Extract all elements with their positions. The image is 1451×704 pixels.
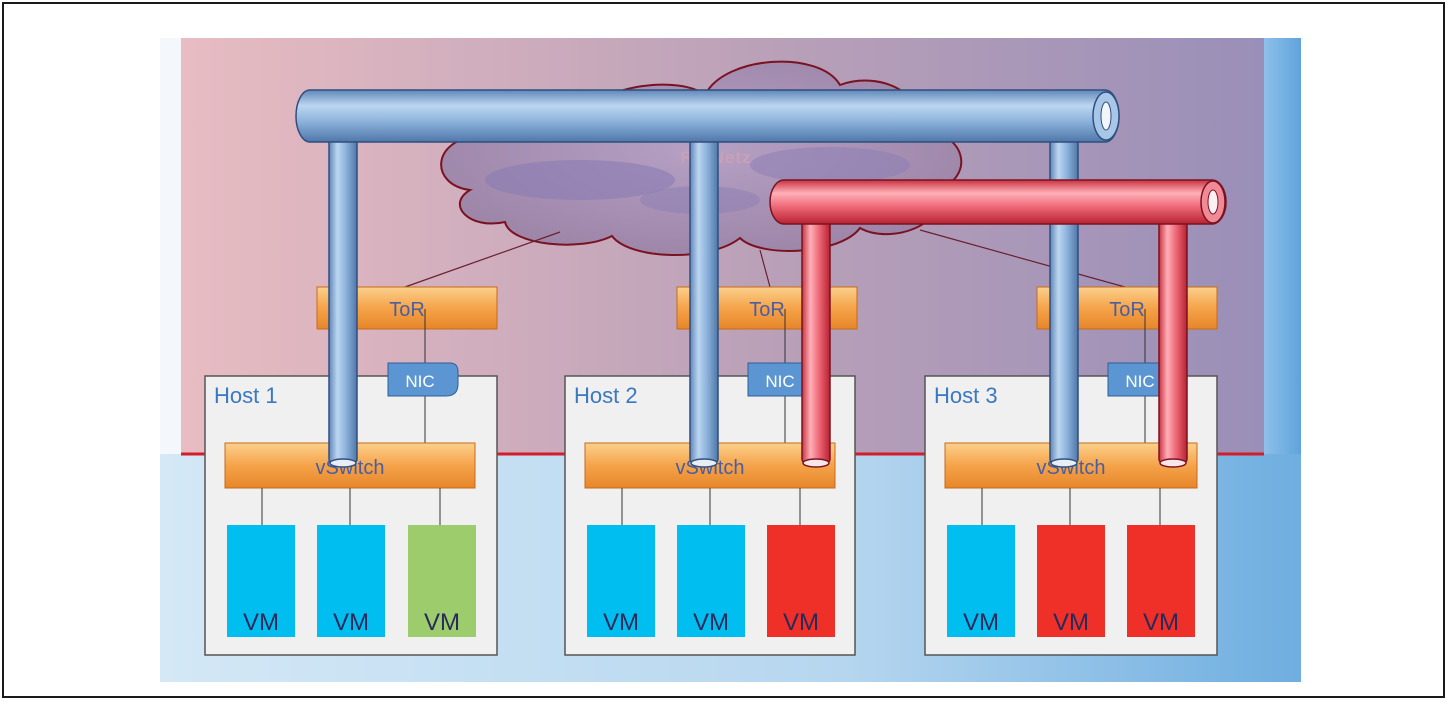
svg-text:VM: VM xyxy=(603,609,639,636)
svg-text:VM: VM xyxy=(424,609,460,636)
vm-3-2: VM xyxy=(1037,525,1105,637)
red-pipe-host-3 xyxy=(1158,209,1188,464)
svg-text:VM: VM xyxy=(1053,609,1089,636)
host-title: Host 1 xyxy=(214,383,278,408)
svg-text:NIC: NIC xyxy=(405,372,434,391)
blue-overlay-tunnel xyxy=(295,89,1120,468)
vm-3-3: VM xyxy=(1127,525,1195,637)
nic-1: NIC xyxy=(387,362,459,397)
blue-pipe-host-1 xyxy=(328,127,358,464)
vm-2-2: VM xyxy=(677,525,745,637)
svg-text:VM: VM xyxy=(783,609,819,636)
vm-1-2: VM xyxy=(317,525,385,637)
vm-1-1: VM xyxy=(227,525,295,637)
red-pipe-main xyxy=(769,179,1227,225)
svg-text:VM: VM xyxy=(1143,609,1179,636)
host-title: Host 3 xyxy=(934,383,998,408)
vm-2-3: VM xyxy=(767,525,835,637)
svg-text:ToR: ToR xyxy=(1109,299,1145,321)
svg-text:NIC: NIC xyxy=(765,372,794,391)
blue-pipe-host-3 xyxy=(1049,127,1079,464)
tor-switches: ToR ToR ToR xyxy=(316,286,1218,330)
red-overlay-tunnel xyxy=(769,179,1227,468)
blue-pipe-main xyxy=(295,89,1120,143)
svg-text:ToR: ToR xyxy=(389,299,425,321)
svg-text:VM: VM xyxy=(243,609,279,636)
svg-text:ToR: ToR xyxy=(749,299,785,321)
svg-text:VM: VM xyxy=(333,609,369,636)
vm-2-1: VM xyxy=(587,525,655,637)
red-pipe-host-2 xyxy=(801,209,831,464)
svg-text:VM: VM xyxy=(963,609,999,636)
blue-pipe-host-2 xyxy=(689,127,719,464)
svg-text:VM: VM xyxy=(693,609,729,636)
svg-text:NIC: NIC xyxy=(1125,372,1154,391)
vm-3-1: VM xyxy=(947,525,1015,637)
cloud-links xyxy=(404,229,1126,288)
vm-1-3: VM xyxy=(408,525,476,637)
host-title: Host 2 xyxy=(574,383,638,408)
